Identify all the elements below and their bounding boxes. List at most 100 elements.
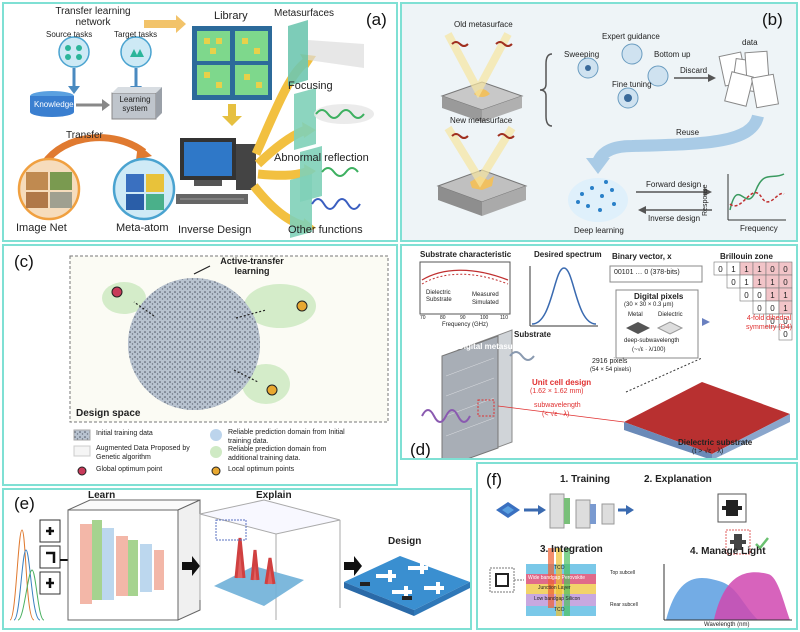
panel-b-label: (b)	[762, 10, 783, 29]
legend-local: Local optimum points	[228, 466, 295, 473]
panel-a-label: (a)	[366, 10, 387, 29]
matrix-cell-value: 0	[718, 265, 723, 274]
panel-a-graphics	[17, 15, 374, 238]
source-tasks-label: Source tasks	[46, 30, 93, 39]
image-net-label: Image Net	[16, 222, 67, 234]
integration-label: 3. Integration	[540, 544, 603, 555]
matrix-cell-value: 0	[731, 278, 736, 287]
matrix-cell-value: 1	[770, 291, 775, 300]
tick-90: 90	[460, 315, 466, 321]
layer-silicon: Low bandgap Silicon	[534, 596, 581, 602]
matrix-cell-value: 1	[744, 265, 749, 274]
layer-tco-bottom: TCO	[554, 607, 565, 613]
panel-a: (a) Transfer learning network Source tas…	[2, 2, 398, 242]
explanation-label: 2. Explanation	[644, 474, 712, 485]
tick-110: 110	[500, 315, 508, 321]
matrix-cell-value: 0	[744, 291, 749, 300]
subwavelength-formula: (< √ε · λ)	[542, 411, 570, 418]
abnormal-reflection-label: Abnormal reflection	[274, 152, 369, 164]
data-label: data	[742, 38, 758, 47]
knowledge-label: Knowledge	[34, 100, 74, 109]
metasurface-plates	[288, 20, 322, 238]
matrix-cell-value: 1	[757, 265, 762, 274]
matrix-cell-value: 0	[770, 317, 775, 326]
binary-value: 00101 … 0 (378-bits)	[614, 269, 680, 276]
matrix-cell-value: 0	[770, 265, 775, 274]
wavelength-label: Wavelength (nm)	[704, 622, 750, 628]
tick-70: 70	[420, 315, 426, 321]
frequency-label: Frequency	[740, 224, 778, 233]
learning-system-label: Learning system	[119, 95, 151, 113]
old-metasurface-label: Old metasurface	[454, 20, 513, 29]
tick-100: 100	[480, 315, 489, 321]
pixels-grid-label: (54 × 54 pixels)	[590, 367, 632, 373]
brillouin-zone-label: Brillouin zone	[720, 252, 773, 261]
metal-label: Metal	[628, 312, 643, 318]
substrate-characteristic-label: Substrate characteristic	[420, 250, 512, 259]
design-label: Design	[388, 536, 422, 547]
panel-b-graphics	[436, 32, 786, 222]
layer-tco-top: TCO	[554, 565, 565, 571]
legend-reliable-initial: Reliable prediction domain from Initial …	[228, 429, 345, 445]
deep-sub-formula: (~√ε · λ/100)	[632, 347, 666, 353]
matrix-cell-value: 1	[731, 265, 736, 274]
focusing-label: Focusing	[288, 80, 333, 92]
deep-subwavelength-label: deep-subwavelength	[624, 338, 680, 344]
panel-c-graphics	[69, 255, 389, 476]
layer-junction: Junction Layer	[538, 585, 571, 591]
measured-label: Measured	[472, 292, 499, 298]
matrix-cell-value: 1	[757, 278, 762, 287]
legend-reliable-additional: Reliable prediction domain from addition…	[228, 446, 327, 462]
expert-guidance-label: Expert guidance	[602, 32, 660, 41]
substrate-label: Substrate	[514, 330, 551, 339]
transfer-label: Transfer	[66, 130, 103, 141]
matrix-cell-value: 1	[770, 278, 775, 287]
pixels-count-label: 2916 pixels	[592, 358, 628, 365]
matrix-cell-value: 0	[783, 317, 788, 326]
matrix-cell-value: 1	[783, 304, 788, 313]
top-subcell-label: Top subcell	[610, 570, 636, 576]
unit-cell-design-label: Unit cell design	[532, 378, 592, 387]
manage-light-label: 4. Manage Light	[690, 546, 766, 557]
global-optimum-point	[111, 286, 123, 298]
new-metasurface-label: New metasurface	[450, 116, 513, 125]
inverse-design-label: Inverse Design	[178, 224, 252, 236]
other-functions-label: Other functions	[288, 224, 363, 236]
tick-80: 80	[440, 315, 446, 321]
panel-e: (e) Learn Explain Design	[2, 488, 472, 630]
forward-design-label: Forward design	[646, 180, 702, 189]
target-tasks-label: Target tasks	[114, 30, 158, 39]
frequency-ghz-label: Frequency (GHz)	[442, 322, 489, 328]
bottom-up-label: Bottom up	[654, 50, 691, 59]
dielectric-substrate-small-label: Dielectric Substrate	[426, 290, 452, 303]
deep-learning-label: Deep learning	[574, 226, 624, 235]
matrix-cell-value: 0	[757, 291, 762, 300]
network-title: Transfer learning network	[55, 6, 131, 28]
digital-pixels-label: Digital pixels	[634, 292, 684, 301]
design-space-label: Design space	[76, 408, 141, 419]
matrix-cell-value: 0	[770, 304, 775, 313]
metasurfaces-label: Metasurfaces	[274, 8, 335, 19]
fine-tuning-label: Fine tuning	[612, 80, 652, 89]
matrix-cell-value: 0	[783, 278, 788, 287]
panel-f-label: (f)	[486, 470, 503, 489]
source-tasks-circle	[58, 36, 90, 68]
digital-metasurface-label: Digital metasurface	[458, 342, 532, 351]
learn-label: Learn	[88, 490, 116, 501]
panel-c: (c) Active-transfer learning Design spac…	[2, 244, 398, 486]
pixel-size-label: (30 × 30 × 0.3 μm)	[624, 302, 674, 308]
unit-cell-size-label: (1.62 × 1.62 mm)	[530, 388, 584, 395]
active-transfer-label: Active-transfer learning	[220, 256, 284, 276]
sweeping-label: Sweeping	[564, 50, 600, 59]
desired-spectrum-label: Desired spectrum	[534, 250, 602, 259]
panel-f: (f) 1. Training 2. Explanation 3. Integr…	[476, 462, 798, 630]
four-fold-label: 4-fold dihedral symmetry (D4)	[746, 315, 792, 331]
binary-vector-label: Binary vector, x	[612, 252, 672, 261]
training-label: 1. Training	[560, 474, 611, 485]
legend-initial: Initial training data	[96, 430, 153, 437]
matrix-cell-value: 0	[757, 304, 762, 313]
panel-e-label: (e)	[14, 494, 35, 513]
meta-atom-label: Meta-atom	[116, 222, 169, 234]
